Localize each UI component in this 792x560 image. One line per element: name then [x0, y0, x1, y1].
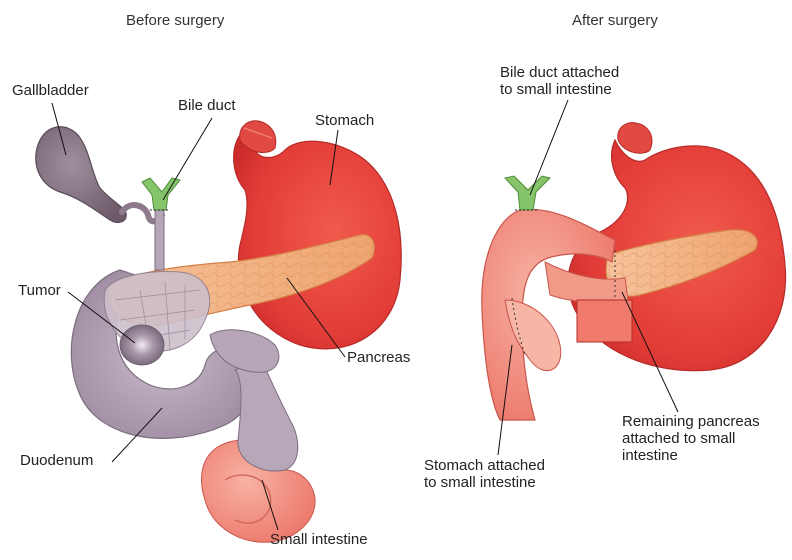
label-stomach: Stomach [315, 112, 374, 129]
label-pancreas: Pancreas [347, 349, 410, 366]
label-remaining-pancreas-line2: attached to small [622, 430, 735, 447]
label-remaining-pancreas-line3: intestine [622, 447, 678, 464]
label-small-intestine: Small intestine [270, 531, 368, 548]
stomach-before [234, 135, 402, 349]
after-surgery-title: After surgery [572, 12, 658, 29]
label-bile-duct-attached-line2: to small intestine [500, 81, 612, 98]
label-bile-duct-attached-line1: Bile duct attached [500, 64, 619, 81]
label-bile-duct: Bile duct [178, 97, 236, 114]
label-duodenum: Duodenum [20, 452, 93, 469]
label-stomach-attached-line1: Stomach attached [424, 457, 545, 474]
leader-bile-duct [163, 118, 212, 200]
after-surgery-diagram [482, 123, 786, 420]
before-surgery-title: Before surgery [126, 12, 224, 29]
bile-duct-after [505, 176, 550, 210]
tumor [120, 325, 164, 365]
leader-bile-duct-attached [530, 100, 568, 195]
before-surgery-diagram [36, 121, 401, 542]
label-tumor: Tumor [18, 282, 61, 299]
gallbladder [36, 127, 127, 223]
bile-duct-before [142, 178, 180, 210]
label-stomach-attached-line2: to small intestine [424, 474, 536, 491]
label-gallbladder: Gallbladder [12, 82, 89, 99]
label-remaining-pancreas-line1: Remaining pancreas [622, 413, 760, 430]
